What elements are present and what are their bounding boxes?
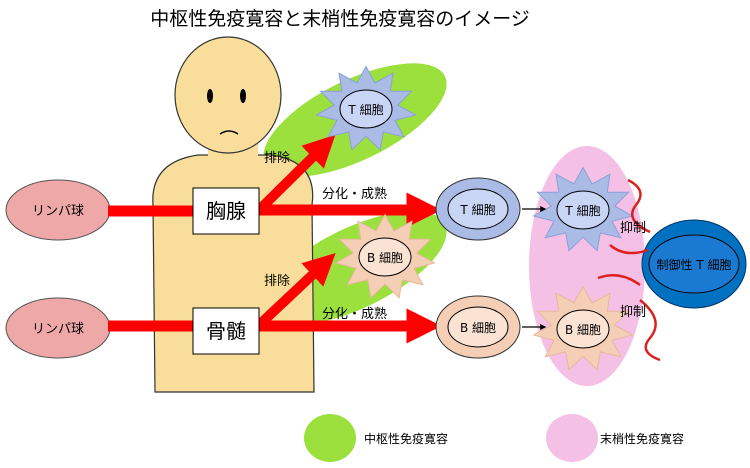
t-cell-removed-label: T 細胞 bbox=[347, 103, 383, 117]
b-cell-mature-label: B 細胞 bbox=[460, 321, 496, 335]
b-cell-removed-nucleus bbox=[358, 237, 412, 277]
head bbox=[174, 36, 282, 154]
mouth bbox=[219, 130, 239, 135]
right-eye bbox=[240, 89, 246, 103]
diagram-title: 中枢性免疫寛容と末梢性免疫寛容のイメージ bbox=[150, 8, 530, 30]
left-eye bbox=[207, 89, 213, 103]
legend-peripheral-label: 末梢性免疫寛容 bbox=[600, 431, 684, 446]
legend-central-swatch bbox=[304, 414, 356, 462]
thymus-label: 胸腺 bbox=[206, 199, 246, 223]
suppression-line-3 bbox=[597, 273, 641, 287]
suppression-bottom-label: 抑制 bbox=[620, 305, 646, 320]
t-cell-peripheral-label: T 細胞 bbox=[564, 204, 600, 218]
bone-marrow-box bbox=[192, 307, 260, 355]
t-cell-removed-nucleus bbox=[339, 89, 393, 129]
bone-marrow-label: 骨髄 bbox=[206, 319, 246, 343]
b-cell-removed-label: B 細胞 bbox=[367, 251, 403, 265]
b-cell-peripheral-label: B 細胞 bbox=[565, 323, 601, 337]
legend-central-label: 中枢性免疫寛容 bbox=[364, 431, 448, 446]
differentiation-top-label: 分化・成熟 bbox=[322, 186, 387, 202]
treg-label: 制御性 T 細胞 bbox=[657, 257, 732, 272]
suppression-line-1 bbox=[627, 178, 651, 234]
b-cell-peripheral-nucleus bbox=[556, 309, 610, 349]
suppression-top-label: 抑制 bbox=[620, 221, 646, 236]
thymus-box bbox=[192, 187, 260, 235]
legend-peripheral-swatch bbox=[546, 414, 598, 462]
t-cell-mature-nucleus bbox=[447, 188, 509, 230]
arrow-marrow-exclusion bbox=[254, 253, 336, 330]
arrow-thymus-exclusion bbox=[254, 134, 336, 215]
lymphocyte-top-label: リンパ球 bbox=[32, 204, 84, 219]
exclusion-bottom-label: 排除 bbox=[264, 274, 290, 289]
treg-inner bbox=[648, 234, 740, 294]
exclusion-top-label: 排除 bbox=[264, 151, 290, 166]
lymphocyte-bottom-label: リンパ球 bbox=[32, 322, 84, 337]
suppression-line-2 bbox=[609, 244, 649, 255]
b-cell-mature-nucleus bbox=[447, 306, 509, 348]
t-cell-mature-label: T 細胞 bbox=[459, 203, 495, 217]
differentiation-bottom-label: 分化・成熟 bbox=[322, 306, 387, 322]
suppression-line-4 bbox=[639, 299, 661, 362]
t-cell-peripheral-nucleus bbox=[556, 190, 610, 230]
